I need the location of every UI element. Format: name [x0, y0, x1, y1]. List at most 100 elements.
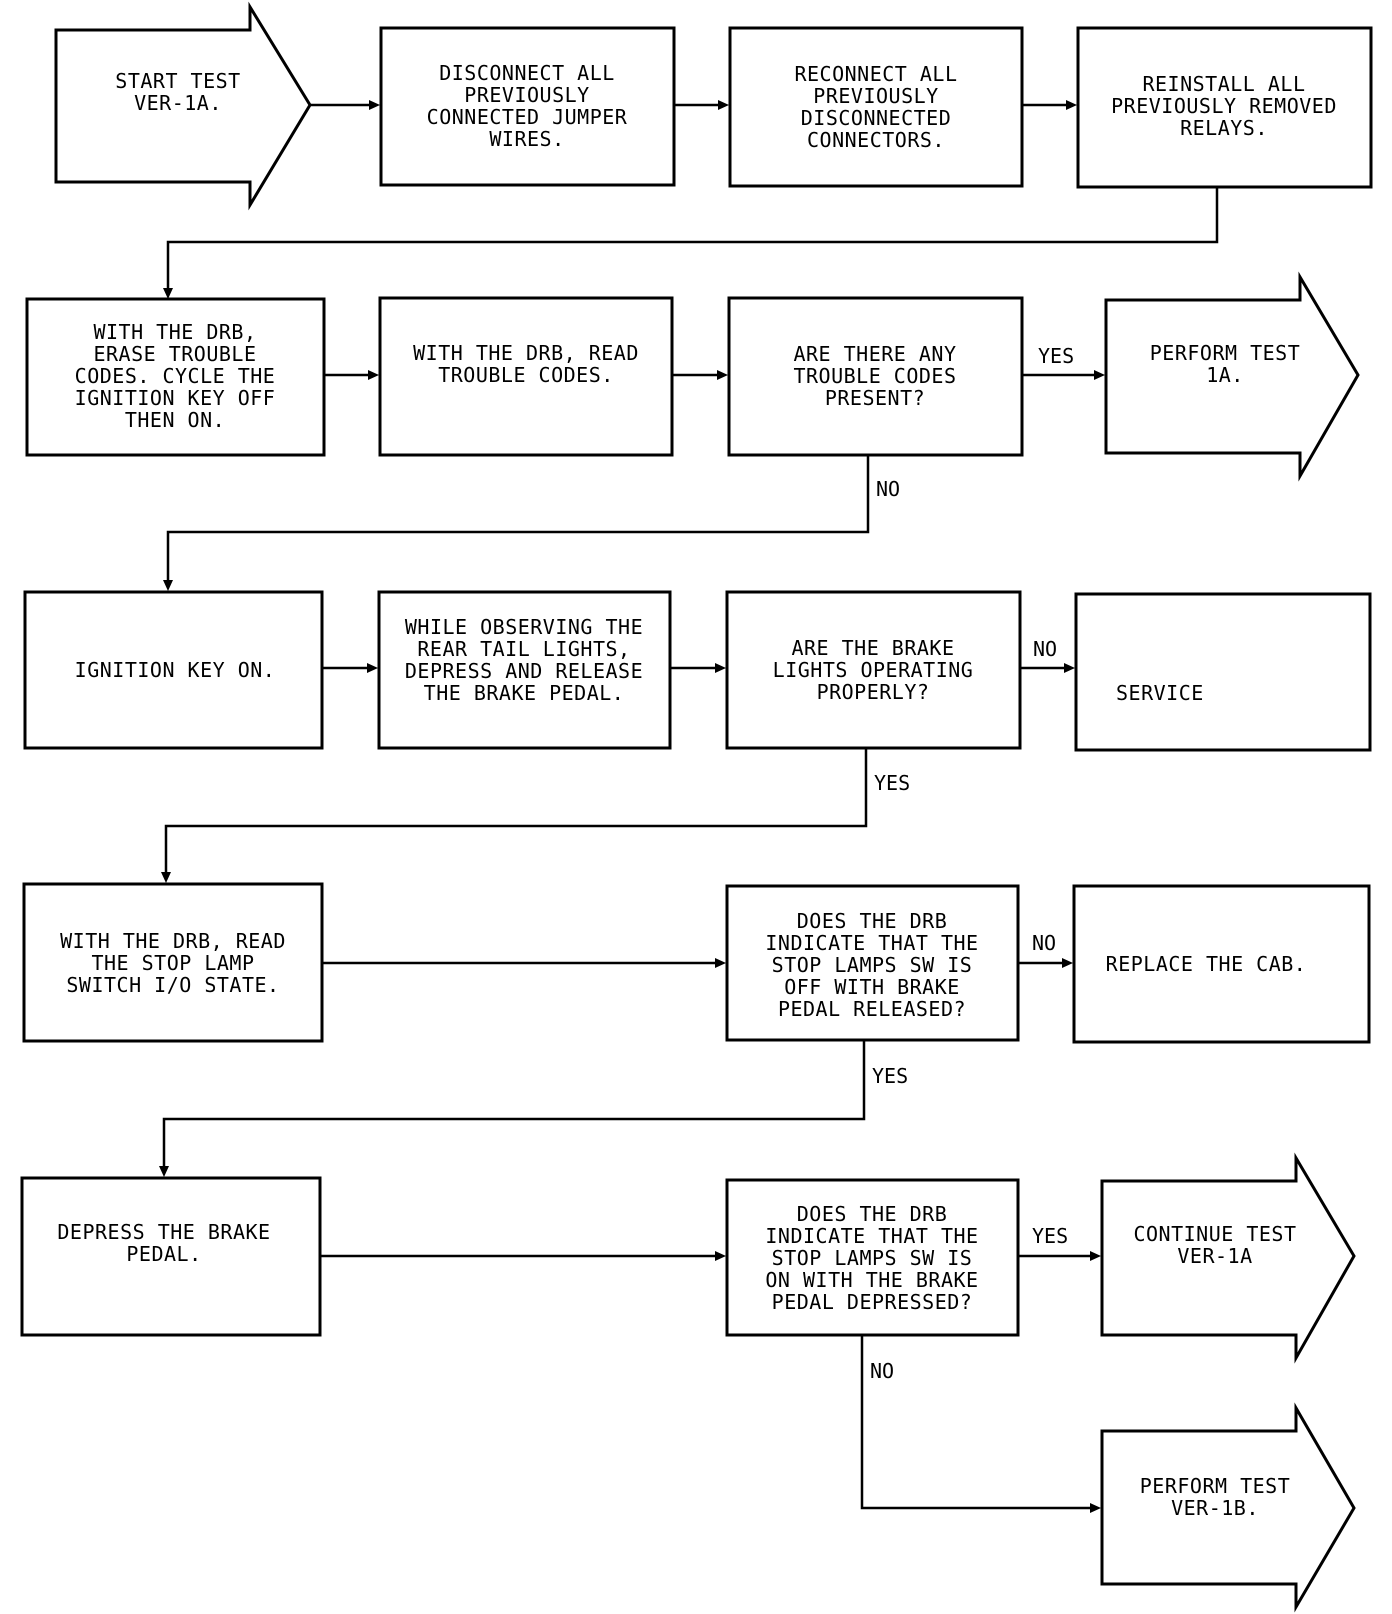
on-no-label: NO: [870, 1359, 894, 1383]
node-text-line: ERASE TROUBLE: [93, 342, 256, 366]
start-arrow-shape: [54, 1, 312, 211]
node-text-line: SERVICE: [1116, 681, 1204, 705]
observe-lights-box: [377, 590, 672, 750]
node-text-line: STOP LAMPS SW IS: [772, 953, 973, 977]
node-text-line: STOP LAMPS SW IS: [772, 1246, 973, 1270]
node-text-line: PEDAL.: [126, 1242, 201, 1266]
node-text-line: START TEST: [115, 69, 240, 93]
depress-pedal-box: [20, 1176, 322, 1337]
node-text-line: WITH THE DRB, READ: [60, 929, 286, 953]
node-text-line: REPLACE THE CAB.: [1106, 952, 1307, 976]
arrowhead: [1094, 370, 1105, 380]
node-text-line: DOES THE DRB: [797, 909, 948, 933]
node-text-line: CONNECTED JUMPER: [427, 105, 628, 129]
arrowhead: [163, 288, 173, 299]
node-text-line: THE STOP LAMP: [91, 951, 254, 975]
connectors: [159, 100, 1219, 1513]
on-yes-label: YES: [1032, 1224, 1068, 1248]
node-text-line: VER-1A.: [134, 91, 222, 115]
read-codes-box: [378, 296, 674, 457]
arrowhead: [718, 100, 729, 110]
disconnect-jumpers-box: [379, 26, 676, 187]
erase-codes-box: [25, 297, 326, 457]
node-text-line: OFF WITH BRAKE: [784, 975, 960, 999]
node-text-line: THEN ON.: [125, 408, 225, 432]
arrowhead: [161, 872, 171, 883]
edge-off-yes: [162, 1040, 866, 1168]
arrowhead: [163, 580, 173, 591]
edge-present-no: [166, 455, 870, 582]
off-no-label: NO: [1032, 931, 1056, 955]
arrowhead: [368, 370, 379, 380]
codes-present-box: [727, 296, 1024, 457]
arrowhead: [1090, 1251, 1101, 1261]
node-text-line: PREVIOUSLY: [464, 83, 589, 107]
node-text-line: DEPRESS THE BRAKE: [57, 1220, 270, 1244]
node-text-line: CODES. CYCLE THE: [75, 364, 276, 388]
node-text-line: WIRES.: [489, 127, 564, 151]
ignition-on-box: [23, 590, 324, 750]
edge-lights-yes: [164, 748, 868, 874]
node-text-line: PREVIOUSLY: [813, 84, 938, 108]
node-text-line: LIGHTS OPERATING: [773, 658, 974, 682]
replace-cab-label: REPLACE THE CAB.: [1106, 952, 1307, 976]
node-text-line: PRESENT?: [825, 386, 925, 410]
node-text-line: INDICATE THAT THE: [765, 931, 978, 955]
arrowhead: [715, 1251, 726, 1261]
node-text-line: TROUBLE CODES: [793, 364, 956, 388]
node-text-line: ARE THE BRAKE: [791, 636, 954, 660]
node-text-line: WHILE OBSERVING THE: [405, 615, 643, 639]
brake-lights-ok-box: [725, 590, 1022, 750]
node-text-line: WITH THE DRB,: [93, 320, 256, 344]
node-text-line: DOES THE DRB: [797, 1202, 948, 1226]
node-text-line: PEDAL DEPRESSED?: [772, 1290, 973, 1314]
node-text-line: IGNITION KEY OFF: [75, 386, 276, 410]
node-text-line: VER-1A: [1177, 1244, 1252, 1268]
node-text-line: VER-1B.: [1171, 1496, 1259, 1520]
arrowhead: [369, 100, 380, 110]
edge-labels: YES NO NO YES NO YES YES NO: [870, 344, 1074, 1383]
node-text-line: RECONNECT ALL: [794, 62, 957, 86]
arrowhead: [1062, 958, 1073, 968]
edge-on-no: [860, 1335, 1092, 1510]
codes-no-label: NO: [876, 477, 900, 501]
node-text-line: RELAYS.: [1180, 116, 1268, 140]
perform-1a-arrow-shape: [1104, 271, 1360, 482]
codes-yes-label: YES: [1038, 344, 1074, 368]
node-text-line: CONNECTORS.: [807, 128, 945, 152]
node-text-line: PEDAL RELEASED?: [778, 997, 966, 1021]
node-text-line: TROUBLE CODES.: [438, 363, 614, 387]
node-text-line: REINSTALL ALL: [1142, 72, 1305, 96]
switch-off-released-box: [725, 884, 1020, 1042]
reconnect-connectors-box: [728, 26, 1024, 188]
node-text-line: PERFORM TEST: [1150, 341, 1301, 365]
arrowhead: [717, 370, 728, 380]
arrowhead: [159, 1166, 169, 1177]
off-yes-label: YES: [872, 1064, 908, 1088]
reinstall-relays-box: [1076, 26, 1373, 189]
arrowhead: [1066, 100, 1077, 110]
arrowhead: [715, 663, 726, 673]
node-shapes: [20, 1, 1373, 1613]
lights-yes-label: YES: [874, 771, 910, 795]
node-text-line: REAR TAIL LIGHTS,: [417, 637, 630, 661]
node-text-line: PROPERLY?: [817, 680, 930, 704]
node-text-line: 1A.: [1206, 363, 1244, 387]
service-box: [1074, 592, 1372, 752]
replace-cab-box: [1072, 884, 1371, 1044]
continue-1a-arrow-shape: [1100, 1152, 1356, 1364]
